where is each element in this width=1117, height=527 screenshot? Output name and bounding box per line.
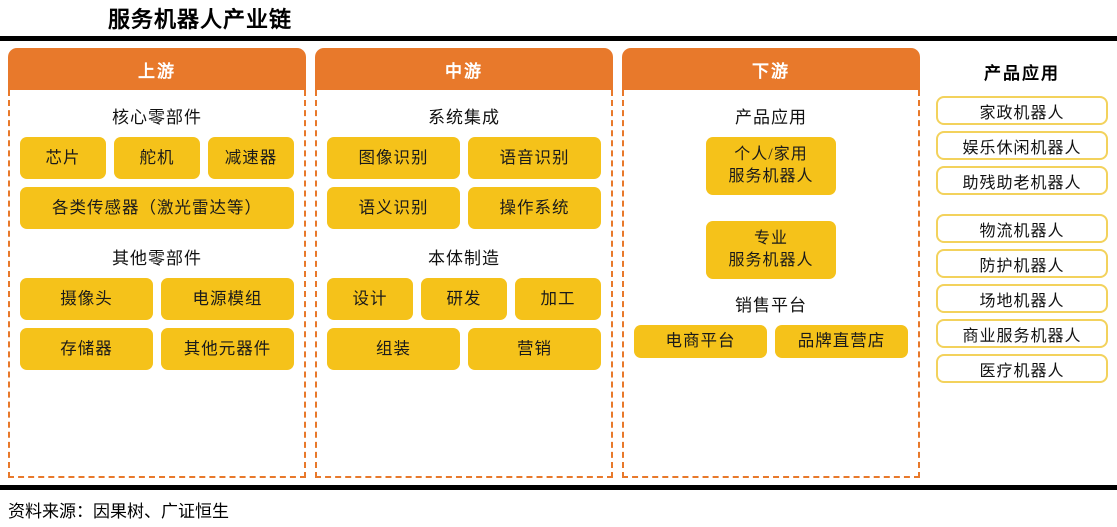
layout-spacer (936, 201, 1108, 214)
chip-row: 存储器 其他元器件 (20, 328, 294, 370)
chip-line-2: 服务机器人 (728, 168, 814, 185)
chip-reducer[interactable]: 减速器 (208, 137, 294, 179)
layout-spacer (634, 358, 908, 468)
app-chip-field-robot[interactable]: 场地机器人 (936, 284, 1108, 313)
chip-row: 芯片 舵机 减速器 (20, 137, 294, 179)
group-title-system-integration: 系统集成 (428, 108, 500, 127)
chip-camera[interactable]: 摄像头 (20, 278, 153, 320)
app-chip-commercial-service-robot[interactable]: 商业服务机器人 (936, 319, 1108, 348)
top-divider-rule (0, 36, 1117, 41)
chip-other-devices[interactable]: 其他元器件 (161, 328, 294, 370)
chip-power-module[interactable]: 电源模组 (161, 278, 294, 320)
group-title-sales-platform: 销售平台 (735, 296, 807, 315)
industry-chain-diagram: 上游 核心零部件 芯片 舵机 减速器 各类传感器（激光雷达等） 其他零部件 摄像… (0, 48, 1117, 484)
chip-design[interactable]: 设计 (327, 278, 413, 320)
chip-line-2: 服务机器人 (728, 252, 814, 269)
stage-midstream-body: 系统集成 图像识别 语音识别 语义识别 操作系统 本体制造 设计 研发 加工 组… (315, 90, 613, 478)
layout-spacer (634, 195, 908, 221)
page-title: 服务机器人产业链 (108, 7, 293, 32)
stage-upstream-body: 核心零部件 芯片 舵机 减速器 各类传感器（激光雷达等） 其他零部件 摄像头 电… (8, 90, 306, 478)
product-applications-column: 产品应用 家政机器人 娱乐休闲机器人 助残助老机器人 物流机器人 防护机器人 场… (936, 48, 1108, 478)
group-title-product-application: 产品应用 (735, 108, 807, 127)
chip-marketing[interactable]: 营销 (468, 328, 601, 370)
chip-personal-home-service-robot[interactable]: 个人/家用 服务机器人 (706, 137, 836, 195)
app-chip-logistics-robot[interactable]: 物流机器人 (936, 214, 1108, 243)
chip-row: 个人/家用 服务机器人 (634, 137, 908, 195)
chip-speech-recognition[interactable]: 语音识别 (468, 137, 601, 179)
group-title-core-components: 核心零部件 (112, 108, 202, 127)
stage-upstream[interactable]: 上游 核心零部件 芯片 舵机 减速器 各类传感器（激光雷达等） 其他零部件 摄像… (8, 48, 306, 478)
stage-upstream-header: 上游 (8, 48, 306, 90)
app-chip-housekeeping-robot[interactable]: 家政机器人 (936, 96, 1108, 125)
chip-line-1: 专业 (753, 230, 788, 248)
chip-line-1: 个人/家用 (734, 146, 808, 164)
stage-downstream-header: 下游 (622, 48, 920, 90)
chip-row: 各类传感器（激光雷达等） (20, 187, 294, 229)
chip-row: 设计 研发 加工 (327, 278, 601, 320)
chip-processing[interactable]: 加工 (515, 278, 601, 320)
app-chip-disability-elderly-robot[interactable]: 助残助老机器人 (936, 166, 1108, 195)
app-chip-entertainment-leisure-robot[interactable]: 娱乐休闲机器人 (936, 131, 1108, 160)
product-applications-title: 产品应用 (984, 64, 1060, 83)
group-title-other-components: 其他零部件 (112, 249, 202, 268)
chip-row: 电商平台 品牌直营店 (634, 325, 908, 358)
chip-semantic-recognition[interactable]: 语义识别 (327, 187, 460, 229)
group-title-body-manufacturing: 本体制造 (428, 249, 500, 268)
chip-row: 摄像头 电源模组 (20, 278, 294, 320)
chip-row: 图像识别 语音识别 (327, 137, 601, 179)
chip-ecommerce-platform[interactable]: 电商平台 (634, 325, 767, 358)
chip-assembly[interactable]: 组装 (327, 328, 460, 370)
chip-row: 专业 服务机器人 (634, 221, 908, 279)
chip-row: 语义识别 操作系统 (327, 187, 601, 229)
stage-midstream[interactable]: 中游 系统集成 图像识别 语音识别 语义识别 操作系统 本体制造 设计 研发 加… (315, 48, 613, 478)
stage-downstream[interactable]: 下游 产品应用 个人/家用 服务机器人 专业 服务机器人 销售平台 电商平台 品… (622, 48, 920, 478)
source-note: 资料来源：因果树、广证恒生 (8, 502, 229, 521)
chip-image-recognition[interactable]: 图像识别 (327, 137, 460, 179)
chip-brand-flagship-store[interactable]: 品牌直营店 (775, 325, 908, 358)
chip-chip[interactable]: 芯片 (20, 137, 106, 179)
chip-rnd[interactable]: 研发 (421, 278, 507, 320)
chip-servo[interactable]: 舵机 (114, 137, 200, 179)
stage-downstream-body: 产品应用 个人/家用 服务机器人 专业 服务机器人 销售平台 电商平台 品牌直营… (622, 90, 920, 478)
stage-midstream-header: 中游 (315, 48, 613, 90)
app-chip-protection-robot[interactable]: 防护机器人 (936, 249, 1108, 278)
chip-row: 组装 营销 (327, 328, 601, 370)
chip-professional-service-robot[interactable]: 专业 服务机器人 (706, 221, 836, 279)
app-chip-medical-robot[interactable]: 医疗机器人 (936, 354, 1108, 383)
bottom-divider-rule (0, 485, 1117, 490)
chip-sensors[interactable]: 各类传感器（激光雷达等） (20, 187, 294, 229)
chip-memory[interactable]: 存储器 (20, 328, 153, 370)
chip-operating-system[interactable]: 操作系统 (468, 187, 601, 229)
